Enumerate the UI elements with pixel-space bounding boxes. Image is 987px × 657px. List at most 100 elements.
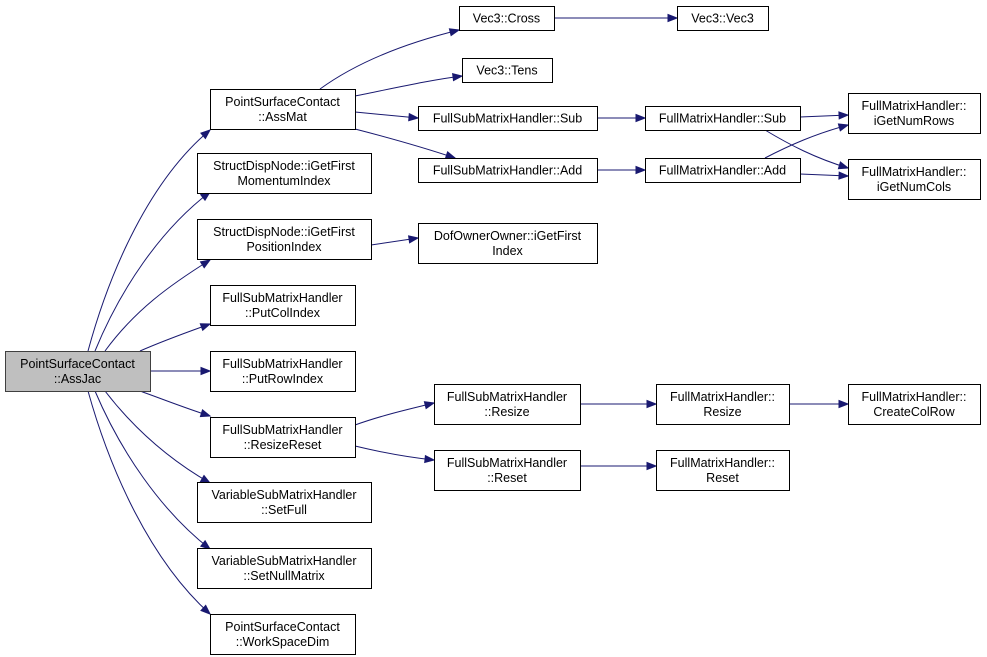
- node-putcol[interactable]: FullSubMatrixHandler::PutColIndex: [210, 285, 356, 326]
- node-label: ::PutColIndex: [245, 306, 321, 320]
- node-label: PointSurfaceContact: [20, 357, 135, 371]
- edge-root-to-getfirstpos: [104, 259, 212, 352]
- node-fullresize[interactable]: FullMatrixHandler::Resize: [656, 384, 790, 425]
- edge-line: [94, 390, 211, 550]
- arrowhead: [635, 113, 647, 123]
- edge-root-to-workspace: [87, 390, 212, 615]
- node-resizereset[interactable]: FullSubMatrixHandler::ResizeReset: [210, 417, 356, 458]
- node-label: FullMatrixHandler::Add: [659, 164, 786, 178]
- node-box: [434, 450, 581, 491]
- node-assmat[interactable]: PointSurfaceContact::AssMat: [210, 89, 356, 130]
- node-label: FullMatrixHandler::: [670, 456, 775, 470]
- node-box: [462, 58, 553, 83]
- node-label: FullSubMatrixHandler: [222, 423, 342, 437]
- edge-resizereset-to-fsubresize: [354, 401, 436, 426]
- node-box: [197, 219, 372, 260]
- arrowhead: [837, 123, 850, 132]
- node-fsubsub[interactable]: FullSubMatrixHandler::Sub: [418, 106, 598, 131]
- node-setfull[interactable]: VariableSubMatrixHandler::SetFull: [197, 482, 372, 523]
- edge-line: [104, 259, 211, 352]
- node-label: FullMatrixHandler::: [670, 390, 775, 404]
- node-box: [434, 384, 581, 425]
- node-box: [459, 6, 555, 31]
- node-setnull[interactable]: VariableSubMatrixHandler::SetNullMatrix: [197, 548, 372, 589]
- node-box: [210, 285, 356, 326]
- node-label: ::Reset: [487, 471, 527, 485]
- node-putrow[interactable]: FullSubMatrixHandler::PutRowIndex: [210, 351, 356, 392]
- edge-fullsub-to-numrows: [799, 111, 850, 120]
- edges: [87, 13, 850, 615]
- node-label: FullSubMatrixHandler: [222, 291, 342, 305]
- edge-fsubreset-to-fullreset: [580, 461, 658, 471]
- edge-fsubsub-to-fullsub: [597, 113, 647, 123]
- arrowhead: [199, 474, 212, 484]
- node-cross[interactable]: Vec3::Cross: [459, 6, 555, 31]
- node-fullreset[interactable]: FullMatrixHandler::Reset: [656, 450, 790, 491]
- edge-root-to-setnull: [94, 390, 212, 550]
- edge-line: [104, 390, 211, 484]
- arrowhead: [199, 259, 212, 269]
- node-label: Resize: [703, 405, 741, 419]
- node-label: FullMatrixHandler::: [862, 165, 967, 179]
- node-label: FullSubMatrixHandler::Sub: [433, 112, 582, 126]
- node-label: Vec3::Tens: [476, 64, 537, 78]
- node-fsubreset[interactable]: FullSubMatrixHandler::Reset: [434, 450, 581, 491]
- node-label: Vec3::Vec3: [691, 12, 754, 26]
- node-label: FullSubMatrixHandler: [222, 357, 342, 371]
- arrowhead: [200, 129, 212, 140]
- edge-line: [87, 129, 211, 352]
- arrowhead: [423, 401, 436, 410]
- edge-line: [87, 390, 211, 615]
- edge-line: [354, 402, 435, 426]
- node-tens[interactable]: Vec3::Tens: [462, 58, 553, 83]
- edge-line: [139, 323, 211, 352]
- arrowhead: [424, 454, 436, 464]
- node-box: [656, 450, 790, 491]
- edge-fsubadd-to-fulladd: [597, 165, 647, 175]
- node-label: Vec3::Cross: [473, 12, 540, 26]
- edge-cross-to-vec3: [554, 13, 679, 23]
- node-vec3[interactable]: Vec3::Vec3: [677, 6, 769, 31]
- node-label: ::AssJac: [54, 372, 101, 386]
- arrowhead: [837, 161, 850, 170]
- arrowhead: [408, 235, 420, 244]
- arrowhead: [838, 111, 850, 120]
- node-box: [848, 159, 981, 200]
- node-label: PointSurfaceContact: [225, 620, 340, 634]
- node-box: [197, 548, 372, 589]
- node-createcolrow[interactable]: FullMatrixHandler::CreateColRow: [848, 384, 981, 425]
- node-fsubresize[interactable]: FullSubMatrixHandler::Resize: [434, 384, 581, 425]
- edge-fullsub-to-numcols: [764, 129, 850, 170]
- node-box: [210, 417, 356, 458]
- edge-root-to-putrow: [150, 366, 212, 376]
- node-label: FullMatrixHandler::Sub: [659, 112, 786, 126]
- node-fullsub[interactable]: FullMatrixHandler::Sub: [645, 106, 801, 131]
- node-label: MomentumIndex: [237, 174, 331, 188]
- arrowhead: [838, 171, 850, 180]
- node-numcols[interactable]: FullMatrixHandler::iGetNumCols: [848, 159, 981, 200]
- node-label: PointSurfaceContact: [225, 95, 340, 109]
- node-label: Reset: [706, 471, 739, 485]
- arrowhead: [199, 539, 212, 550]
- edge-line: [764, 124, 849, 159]
- node-box: [197, 482, 372, 523]
- edge-line: [354, 128, 456, 159]
- node-box: [210, 89, 356, 130]
- node-fsubadd[interactable]: FullSubMatrixHandler::Add: [418, 158, 598, 183]
- node-box: [848, 93, 981, 134]
- arrowhead: [667, 13, 679, 23]
- node-root[interactable]: PointSurfaceContact::AssJac: [5, 351, 151, 392]
- node-workspace[interactable]: PointSurfaceContact::WorkSpaceDim: [210, 614, 356, 655]
- edge-assmat-to-tens: [354, 73, 464, 97]
- node-box: [677, 6, 769, 31]
- node-label: ::SetFull: [261, 503, 307, 517]
- arrowhead: [200, 604, 212, 615]
- node-label: DofOwnerOwner::iGetFirst: [434, 229, 582, 243]
- node-numrows[interactable]: FullMatrixHandler::iGetNumRows: [848, 93, 981, 134]
- node-label: FullMatrixHandler::: [862, 99, 967, 113]
- node-label: ::SetNullMatrix: [243, 569, 325, 583]
- node-fulladd[interactable]: FullMatrixHandler::Add: [645, 158, 801, 183]
